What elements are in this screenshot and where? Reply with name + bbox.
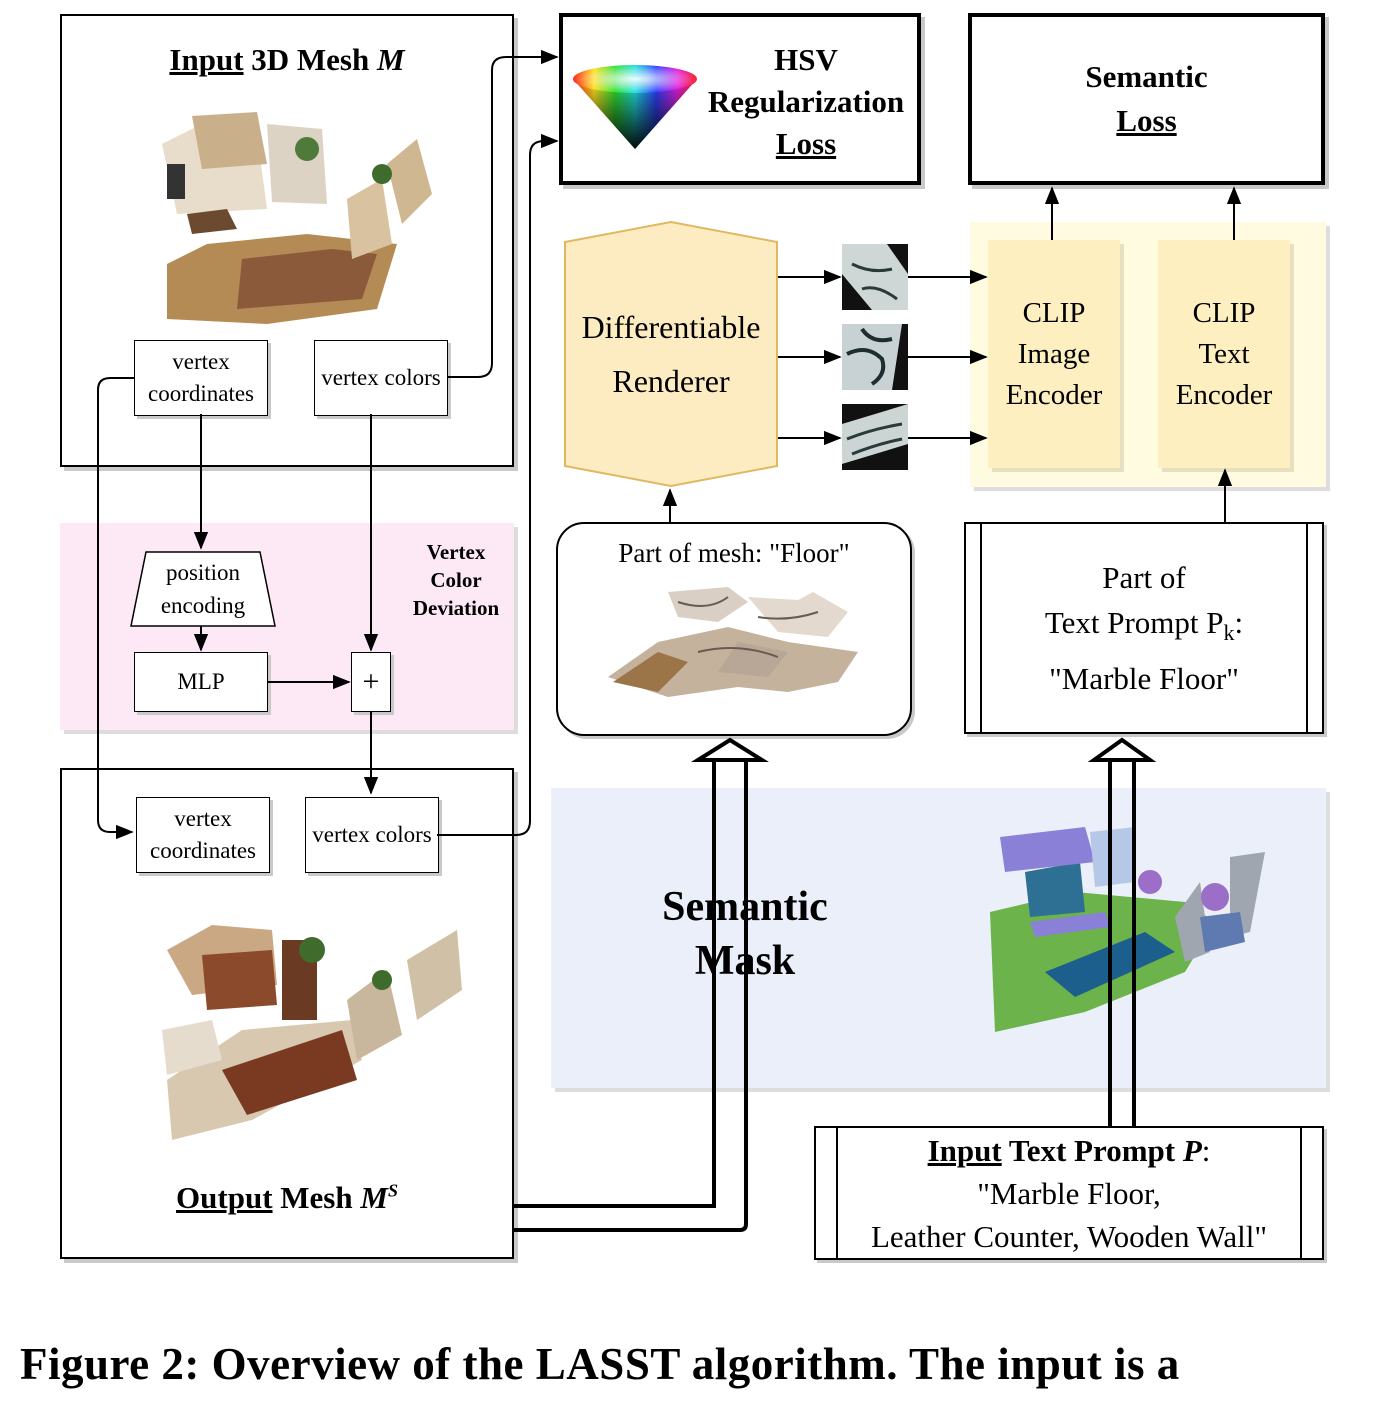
mlp-box: MLP xyxy=(134,652,268,712)
input-mesh-title: Input 3D Mesh M xyxy=(169,42,405,77)
double-arrow-mesh-inner xyxy=(514,760,748,1232)
double-arrow-mesh-head xyxy=(691,737,769,762)
input-mesh-box: Input 3D Mesh M vertex coordinates verte… xyxy=(60,14,514,467)
prompt-part-box: Part of Text Prompt Pk: "Marble Floor" xyxy=(964,522,1324,734)
prompt-part-right-rule xyxy=(1306,524,1308,732)
mesh-part-box: Part of mesh: "Floor" xyxy=(556,522,912,736)
input-text-prompt-box: Input Text Prompt P: "Marble Floor, Leat… xyxy=(814,1126,1324,1260)
input-vertex-coordinates: vertex coordinates xyxy=(134,340,268,416)
output-mesh-title: Output Mesh MS xyxy=(176,1180,398,1215)
hsv-cone-icon xyxy=(573,65,697,149)
position-encoding-shape xyxy=(130,551,276,627)
differentiable-renderer-label: Differentiable Renderer xyxy=(581,309,761,399)
rendered-view-1 xyxy=(842,244,908,310)
semantic-mask-render xyxy=(990,827,1265,1032)
input-prompt-left-rule xyxy=(836,1128,838,1258)
input-prompt-right-rule xyxy=(1300,1128,1302,1258)
position-encoding-label: position encoding xyxy=(160,560,246,618)
double-arrow-prompt-head xyxy=(1087,737,1157,762)
input-mesh-render xyxy=(162,112,432,324)
semantic-loss-box: Semantic Loss xyxy=(968,13,1325,185)
arrow-input-colors-to-hsv xyxy=(447,49,559,378)
mesh-part-label: Part of mesh: "Floor" xyxy=(618,538,850,568)
clip-image-encoder: CLIP Image Encoder xyxy=(988,240,1120,468)
vertex-color-deviation-label: Vertex Color Deviation xyxy=(412,540,500,620)
double-arrow-mesh-outer xyxy=(514,760,716,1208)
output-mesh-box: vertex coordinates vertex colors Output … xyxy=(60,768,514,1259)
rendered-view-3 xyxy=(842,404,908,470)
clip-text-encoder: CLIP Text Encoder xyxy=(1158,240,1290,468)
arrow-output-colors-to-hsv xyxy=(437,133,559,836)
plus-node: + xyxy=(351,652,391,712)
output-vertex-colors: vertex colors xyxy=(305,797,439,873)
input-vertex-colors: vertex colors xyxy=(314,340,448,416)
arrow-coords-passthrough xyxy=(97,377,134,840)
rendered-view-2 xyxy=(842,324,908,390)
output-vertex-coordinates: vertex coordinates xyxy=(136,797,270,873)
figure-caption: Figure 2: Overview of the LASST algorith… xyxy=(20,1339,1180,1389)
hsv-regularization-loss-box: HSV Regularization Loss xyxy=(559,13,921,185)
differentiable-renderer-shape xyxy=(564,220,778,488)
output-mesh-render xyxy=(162,925,462,1140)
hsv-loss-label: HSV Regularization Loss xyxy=(707,42,905,161)
prompt-part-left-rule xyxy=(980,524,982,732)
floor-mesh-render xyxy=(608,587,858,697)
